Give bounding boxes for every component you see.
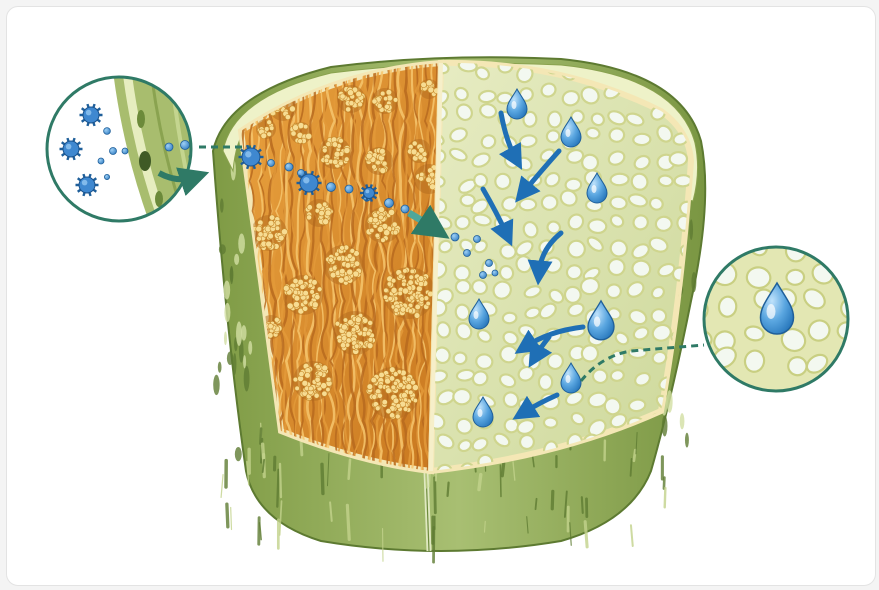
particle-bead — [104, 128, 111, 135]
stem-cross-section-diagram — [7, 7, 875, 585]
callout-surface-zoom — [47, 71, 201, 227]
vascular-bundle — [337, 85, 365, 113]
particle-bead — [451, 233, 459, 241]
vascular-bundle — [323, 245, 363, 285]
vascular-bundle — [290, 122, 312, 144]
particle-bead — [285, 163, 293, 171]
particle-bead — [268, 160, 275, 167]
particle-bead — [165, 143, 173, 151]
vascular-bundle — [383, 267, 435, 319]
vascular-bundle — [372, 88, 398, 114]
vascular-bundle — [333, 311, 377, 355]
vascular-bundle — [283, 275, 323, 315]
particle-bead — [122, 148, 128, 154]
particle-bead — [181, 141, 190, 150]
vascular-bundle — [319, 137, 351, 169]
particle-bead — [327, 183, 336, 192]
particle-bead — [385, 199, 394, 208]
particle-bead — [401, 205, 409, 213]
particle-bead — [492, 270, 498, 276]
particle-bead — [345, 185, 353, 193]
particle-bead — [486, 260, 493, 267]
vascular-bundle — [256, 119, 276, 139]
particle-bead — [480, 272, 487, 279]
vascular-bundle — [293, 361, 333, 401]
vascular-bundle — [407, 139, 431, 163]
particle-bead — [104, 174, 109, 179]
vascular-bundle — [365, 147, 393, 175]
particle-bead — [98, 158, 104, 164]
particle-bead — [464, 250, 471, 257]
vascular-bundle — [305, 199, 333, 227]
particle-bead — [474, 236, 481, 243]
spiky-particle-icon — [360, 184, 378, 201]
figure-card — [6, 6, 876, 586]
particle-bead — [110, 148, 117, 155]
